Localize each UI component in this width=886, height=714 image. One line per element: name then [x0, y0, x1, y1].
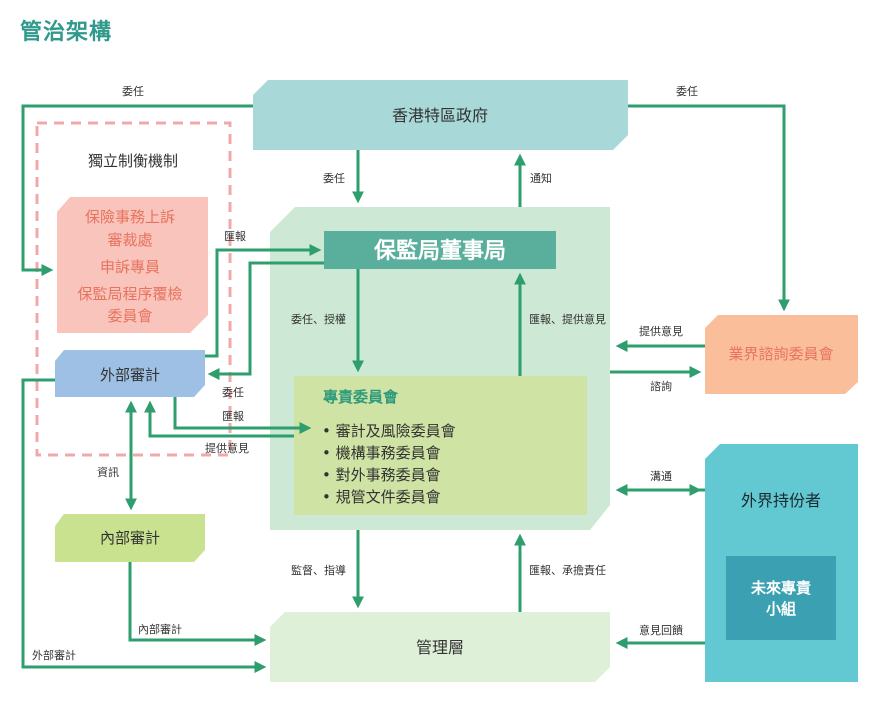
management-node	[270, 612, 610, 682]
independent-item-4: 保監局程序覆檢	[77, 285, 182, 303]
management-label: 管理層	[416, 638, 464, 657]
future-group-label-2: 小組	[766, 600, 796, 618]
label-ext-advice: 提供意見	[205, 441, 249, 455]
external-audit-label: 外部審計	[100, 366, 160, 384]
independent-item-2: 審裁處	[107, 231, 152, 249]
label-gov-appoint-right: 委任	[676, 85, 698, 98]
industry-committee-node	[705, 315, 858, 394]
label-board-to-mgmt: 監督、指導	[291, 563, 346, 577]
stakeholders-label: 外界持份者	[741, 491, 821, 510]
independent-item-3: 申訴專員	[100, 258, 160, 276]
committees-title: 專責委員會	[323, 388, 399, 406]
government-label: 香港特區政府	[392, 106, 488, 125]
label-internal-audit-mgmt: 內部審計	[138, 622, 182, 636]
label-gov-appoint-left: 委任	[122, 85, 144, 98]
label-ext-internal-info: 資訊	[97, 465, 119, 479]
committees-node	[294, 376, 587, 515]
independent-item-5: 委員會	[107, 307, 152, 325]
committee-item-2: • 機構事務委員會	[322, 444, 441, 462]
label-stakeholder-feedback: 意見回饋	[639, 623, 683, 637]
board-node	[324, 231, 556, 269]
future-group-label-1: 未來專責	[750, 579, 811, 597]
label-industry-advice: 提供意見	[639, 324, 683, 338]
label-gov-to-board: 委任	[323, 172, 345, 185]
internal-audit-label: 內部審計	[100, 529, 160, 547]
page-title: 管治架構	[20, 20, 113, 45]
committee-item-1: • 審計及風險委員會	[322, 422, 456, 440]
label-stakeholder-comm: 溝通	[650, 470, 672, 483]
arrow-ext-report	[173, 397, 312, 434]
arrow-ext-advice	[144, 400, 294, 438]
future-group-node	[726, 556, 836, 640]
independent-item-1: 保險事務上訴	[85, 208, 175, 226]
arrow-gov-appoint-right	[628, 104, 790, 312]
arrow-ext-appoint	[207, 261, 324, 380]
independent-mechanism-box	[35, 121, 232, 457]
arrow-board-report-ext	[205, 244, 322, 358]
arrow-internal-audit-mgmt	[128, 562, 267, 646]
committee-item-4: • 規管文件委員會	[322, 488, 441, 506]
label-board-notify-gov: 通知	[530, 171, 552, 185]
label-mgmt-to-board: 匯報、承擔責任	[529, 563, 606, 577]
independent-items-box	[57, 197, 208, 333]
internal-audit-node	[55, 514, 205, 562]
board-label: 保監局董事局	[373, 238, 506, 264]
external-audit-node	[55, 350, 205, 397]
independent-mechanism-title: 獨立制衡機制	[88, 152, 178, 170]
label-board-report-ext: 匯報	[224, 230, 246, 243]
label-ext-report: 匯報	[222, 410, 244, 423]
arrow-external-audit-mgmt	[21, 378, 267, 673]
label-board-to-committees: 委任、授權	[291, 312, 346, 326]
arrow-gov-appoint-left	[21, 104, 253, 276]
label-ext-appoint: 委任	[222, 386, 244, 399]
label-external-audit-mgmt: 外部審計	[32, 648, 76, 662]
label-board-consult-industry: 諮詢	[650, 379, 672, 393]
label-committees-to-board: 匯報、提供意見	[529, 312, 606, 326]
committee-item-3: • 對外事務委員會	[322, 466, 441, 484]
industry-committee-label: 業界諮詢委員會	[728, 345, 833, 363]
government-node	[253, 80, 628, 150]
